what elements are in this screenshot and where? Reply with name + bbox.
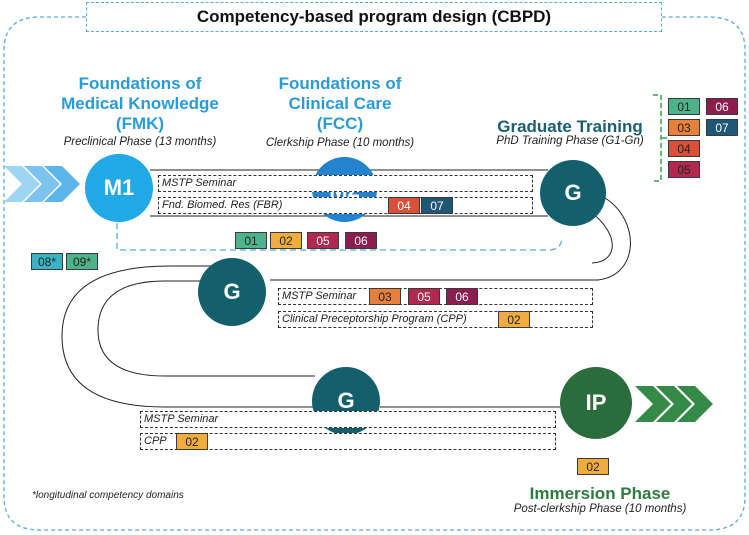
competency-chip: 02 bbox=[498, 311, 530, 328]
g-node-graduate: G bbox=[540, 160, 606, 226]
page-title: Competency-based program design (CBPD) bbox=[86, 2, 662, 32]
track-line bbox=[97, 280, 315, 377]
chevron-right-1 bbox=[635, 386, 671, 422]
competency-chip: 04 bbox=[388, 197, 420, 214]
row1-mstp-seminar: MSTP Seminar bbox=[158, 175, 533, 192]
competency-chip: 05 bbox=[307, 232, 339, 249]
row2-cpp: Clinical Preceptorship Program (CPP) bbox=[278, 311, 593, 328]
graduate-title: Graduate Training bbox=[497, 117, 643, 136]
g-node-row2: G bbox=[198, 258, 266, 326]
chevron-left-3 bbox=[44, 166, 80, 202]
fmk-subtitle: Preclinical Phase (13 months) bbox=[63, 136, 217, 148]
track-line bbox=[591, 212, 613, 264]
competency-chip: 02 bbox=[270, 232, 302, 249]
competency-chip: 07 bbox=[706, 119, 738, 136]
competency-chip: 02 bbox=[577, 458, 609, 475]
footnote: *longitudinal competency domains bbox=[32, 490, 184, 501]
row1-fbr: Fnd. Biomed. Res (FBR) bbox=[158, 197, 533, 214]
fmk-fcc-bracket bbox=[116, 223, 563, 251]
m1-node: M1 bbox=[85, 154, 153, 222]
track-line bbox=[61, 265, 325, 408]
row3-cpp: CPP bbox=[140, 433, 556, 450]
immersion-title: Immersion Phase bbox=[529, 484, 671, 503]
competency-chip: 06 bbox=[706, 98, 738, 115]
chevron-right-2 bbox=[656, 386, 692, 422]
row3-mstp-seminar: MSTP Seminar bbox=[140, 411, 556, 428]
fcc-title: Foundations of Clinical Care (FCC) bbox=[278, 74, 402, 133]
competency-chip: 08* bbox=[31, 253, 63, 270]
competency-chip: 02 bbox=[176, 433, 208, 450]
competency-chip: 07 bbox=[421, 197, 453, 214]
competency-chip: 09* bbox=[66, 253, 98, 270]
competency-chip: 04 bbox=[668, 140, 700, 157]
competency-chip: 06 bbox=[446, 288, 478, 305]
competency-chip: 06 bbox=[345, 232, 377, 249]
competency-chip: 03 bbox=[369, 288, 401, 305]
competency-chip: 03 bbox=[668, 119, 700, 136]
competency-chip: 01 bbox=[668, 98, 700, 115]
chevron-left-1 bbox=[4, 166, 40, 202]
graduate-subtitle: PhD Training Phase (G1-Gn) bbox=[496, 135, 644, 147]
fcc-subtitle: Clerkship Phase (10 months) bbox=[265, 137, 415, 149]
outer-dashed-border bbox=[3, 16, 746, 531]
chevron-right-3 bbox=[677, 386, 713, 422]
immersion-subtitle: Post-clerkship Phase (10 months) bbox=[513, 503, 687, 515]
competency-chip: 01 bbox=[235, 232, 267, 249]
chevron-left-2 bbox=[24, 166, 60, 202]
competency-chip: 05 bbox=[408, 288, 440, 305]
fmk-title: Foundations of Medical Knowledge (FMK) bbox=[61, 74, 219, 133]
competency-chip: 05 bbox=[668, 161, 700, 178]
track-line bbox=[270, 197, 631, 281]
ip-node: IP bbox=[560, 367, 632, 439]
